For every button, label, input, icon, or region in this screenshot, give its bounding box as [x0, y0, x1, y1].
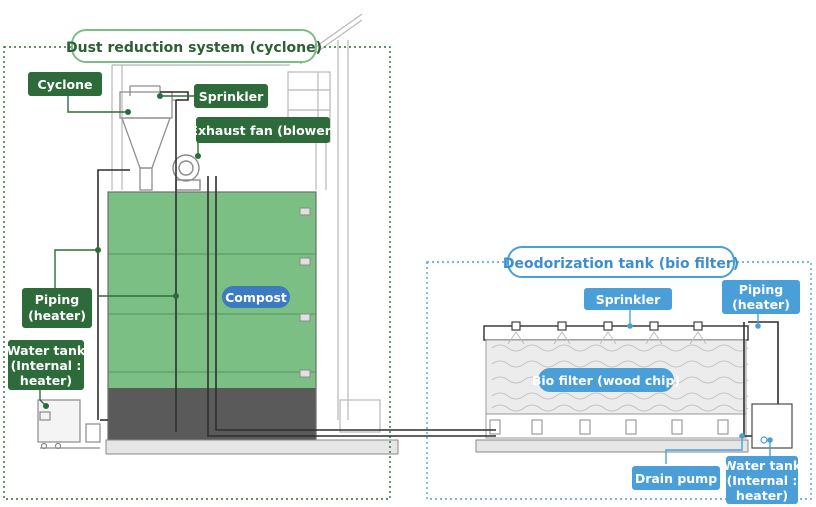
compost-label: Compost [222, 286, 290, 308]
svg-text:Sprinkler: Sprinkler [199, 89, 264, 104]
svg-text:Drain pump: Drain pump [635, 471, 717, 486]
svg-text:(heater): (heater) [732, 297, 790, 312]
svg-text:heater): heater) [736, 488, 788, 503]
bio-filter-label: Bio filter (wood chip) [532, 368, 680, 392]
dust-system-title: Dust reduction system (cyclone) [66, 29, 322, 63]
fan-icon [172, 154, 201, 191]
deodor-tank-title: Deodorization tank (bio filter) [503, 246, 739, 278]
deodor-tank-title-text: Deodorization tank (bio filter) [503, 256, 739, 272]
right-connector-dots [627, 323, 773, 443]
svg-text:Water tank: Water tank [723, 458, 802, 473]
connector-dots [43, 93, 201, 409]
sprinkler-right-label: Sprinkler [584, 288, 672, 310]
water-tank-left-label: Water tank (Internal : heater) [7, 340, 86, 390]
cyclone-label: Cyclone [28, 72, 102, 96]
svg-text:Sprinkler: Sprinkler [596, 292, 661, 307]
svg-text:Piping: Piping [35, 292, 80, 307]
water-tank-right-label: Water tank (Internal : heater) [723, 456, 802, 504]
svg-text:(Internal :: (Internal : [11, 358, 82, 373]
sprinkler-nozzle-icon [511, 321, 703, 331]
dust-system-border [3, 46, 391, 500]
svg-text:Piping: Piping [739, 282, 784, 297]
sprinkler-left-label: Sprinkler [194, 84, 268, 108]
building-structure [111, 13, 381, 433]
svg-text:Exhaust fan (blower): Exhaust fan (blower) [189, 123, 336, 138]
svg-text:(heater): (heater) [28, 308, 86, 323]
drain-pump-label: Drain pump [632, 466, 720, 490]
svg-text:heater): heater) [20, 373, 72, 388]
cyclone-unit [119, 85, 182, 191]
compost-tank [105, 191, 399, 455]
svg-text:Cyclone: Cyclone [38, 77, 93, 92]
svg-text:Compost: Compost [225, 290, 287, 305]
spray-lines [507, 331, 707, 345]
piping-right-label: Piping (heater) [722, 280, 800, 314]
svg-text:(Internal :: (Internal : [727, 473, 798, 488]
svg-text:Water tank: Water tank [7, 343, 86, 358]
exhaust-fan-label: Exhaust fan (blower) [189, 117, 337, 143]
svg-text:Bio filter (wood chip): Bio filter (wood chip) [532, 373, 680, 388]
dust-system-title-text: Dust reduction system (cyclone) [66, 40, 322, 56]
piping-left-label: Piping (heater) [22, 288, 92, 328]
